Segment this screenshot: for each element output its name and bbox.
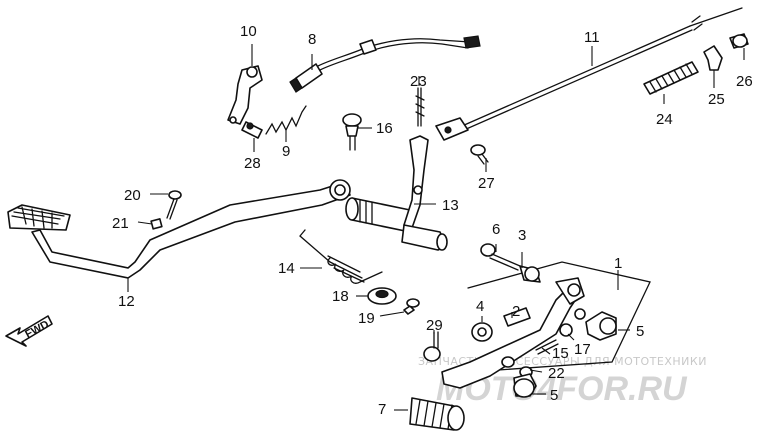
callout-24: 24 — [656, 111, 673, 128]
callout-21: 21 — [112, 215, 129, 232]
callout-10: 10 — [240, 23, 257, 40]
callout-19: 19 — [358, 310, 375, 327]
spring-24 — [643, 61, 699, 95]
rubber-cap-5 — [585, 311, 617, 341]
bolt-27 — [470, 144, 489, 165]
callouts: 1 2 3 4 5 5 6 7 8 9 10 11 12 13 14 15 16… — [112, 23, 753, 418]
brake-light-switch — [289, 35, 481, 93]
pin-15 — [535, 339, 559, 355]
callout-15: 15 — [552, 345, 569, 362]
peg-rubber-7 — [409, 397, 465, 431]
callout-16: 16 — [376, 120, 393, 137]
return-spring — [299, 229, 383, 284]
callout-28: 28 — [244, 155, 261, 172]
callout-14: 14 — [278, 260, 295, 277]
callout-8: 8 — [308, 31, 316, 48]
callout-18: 18 — [332, 288, 349, 305]
joint-25 — [703, 45, 723, 71]
callout-3: 3 — [518, 227, 526, 244]
nut-26 — [729, 33, 749, 49]
callout-26: 26 — [736, 73, 753, 90]
brake-pedal — [7, 179, 351, 279]
callout-22: 22 — [548, 365, 565, 382]
switch-bracket — [227, 65, 263, 139]
bolt-16 — [342, 113, 362, 151]
bolt-6 — [480, 243, 521, 271]
callout-1: 1 — [614, 255, 622, 272]
callout-17: 17 — [574, 341, 591, 358]
callout-9: 9 — [282, 143, 290, 160]
callout-4: 4 — [476, 298, 484, 315]
pin-23 — [415, 87, 425, 127]
callout-20: 20 — [124, 187, 141, 204]
gearshift-pedal — [441, 277, 585, 389]
callout-6: 6 — [492, 221, 500, 238]
washer — [367, 287, 397, 305]
callout-13: 13 — [442, 197, 459, 214]
parts-17 — [559, 308, 586, 337]
brake-rod — [435, 7, 743, 141]
callout-25: 25 — [708, 91, 725, 108]
pedal-bolt-20 — [166, 190, 182, 220]
callout-5a: 5 — [636, 323, 644, 340]
callout-29: 29 — [426, 317, 443, 334]
bolt-29 — [423, 331, 441, 362]
callout-2: 2 — [512, 303, 520, 320]
rubber-cap-lower-5 — [513, 373, 537, 398]
collar-4 — [471, 322, 493, 342]
callout-23: 23 — [410, 73, 427, 90]
brake-shaft — [345, 135, 448, 251]
stop-switch-spring — [265, 105, 307, 135]
callout-5b: 5 — [550, 387, 558, 404]
bolt-19 — [403, 298, 420, 315]
pedal-stopper-21 — [150, 218, 163, 230]
fwd-indicator: FWD — [5, 315, 53, 347]
callout-11: 11 — [584, 29, 600, 46]
fwd-label: FWD — [23, 318, 51, 340]
callout-7: 7 — [378, 401, 386, 418]
leader-lines — [127, 44, 745, 411]
collar-3 — [519, 265, 541, 283]
callout-12: 12 — [118, 293, 135, 310]
callout-27: 27 — [478, 175, 495, 192]
